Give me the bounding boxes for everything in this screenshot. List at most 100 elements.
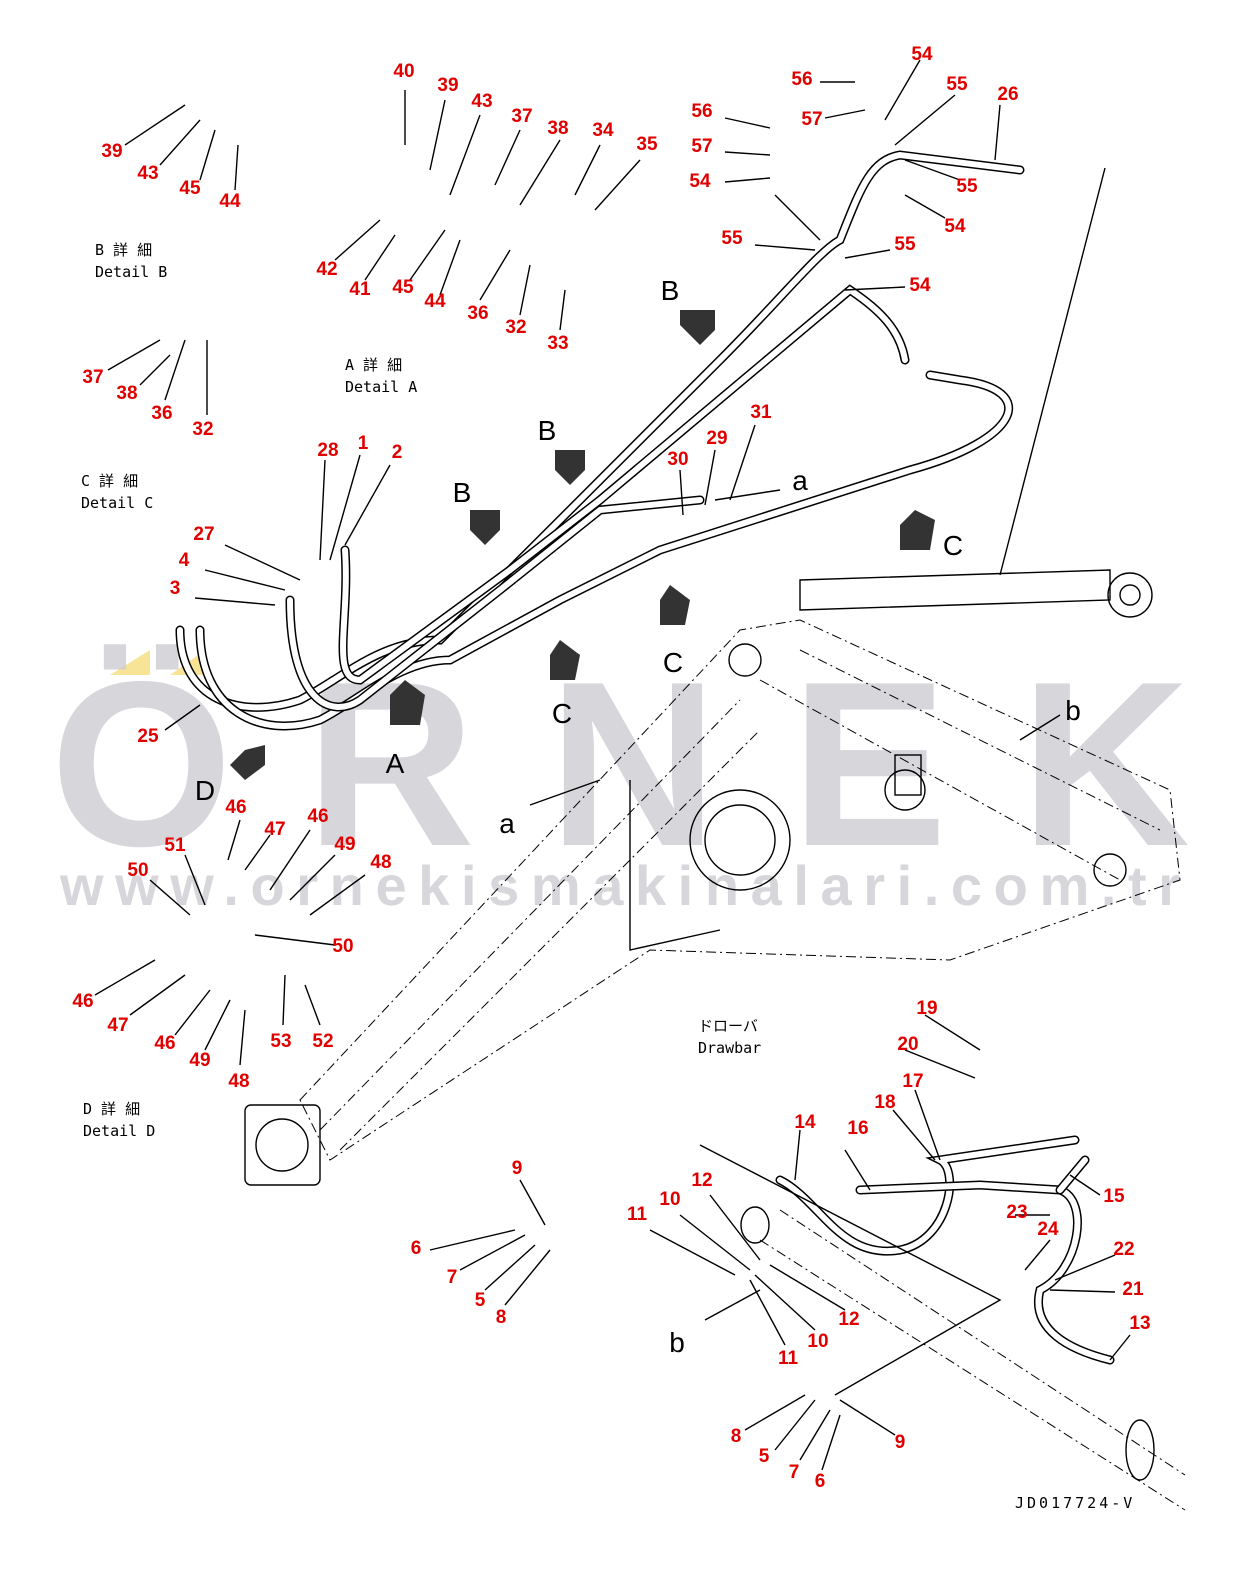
callout-number: 10 [659, 1189, 680, 1210]
callout-number: 32 [192, 419, 213, 440]
callout-number: 56 [691, 101, 712, 122]
callout-number: 12 [838, 1309, 859, 1330]
callout-number: 9 [895, 1432, 906, 1453]
callout-number: 49 [334, 834, 355, 855]
view-letter: a [499, 808, 515, 839]
callout-number: 18 [874, 1092, 895, 1113]
callout-number: 57 [691, 136, 712, 157]
callout-number: 43 [471, 91, 492, 112]
detail-c-jp: C 詳 細 [81, 472, 138, 490]
callout-number: 57 [801, 109, 822, 130]
callout-number: 55 [894, 234, 916, 255]
callout-number: 55 [946, 74, 968, 95]
callout-number: 24 [1037, 1219, 1059, 1240]
callout-number: 45 [179, 178, 201, 199]
callout-number: 31 [750, 402, 772, 423]
callout-number: 12 [691, 1170, 712, 1191]
callout-number: 49 [189, 1050, 210, 1071]
view-letter: b [669, 1327, 685, 1358]
view-letter: B [538, 415, 557, 446]
callout-number: 51 [164, 835, 186, 856]
callout-number: 38 [116, 383, 137, 404]
callout-number: 54 [689, 171, 711, 192]
watermark-url: www.ornekismakinalari.com.tr [59, 854, 1180, 917]
callout-number: 44 [219, 191, 241, 212]
callout-number: 34 [592, 120, 614, 141]
callout-number: 48 [228, 1071, 249, 1092]
callout-number: 3 [170, 578, 181, 599]
callout-number: 44 [424, 291, 446, 312]
view-letter: B [661, 275, 680, 306]
callout-number: 48 [370, 852, 391, 873]
view-arrows [230, 310, 935, 780]
drawbar-jp: ドローバ [698, 1017, 758, 1035]
callout-number: 21 [1122, 1279, 1144, 1300]
view-letter: C [943, 530, 963, 561]
callout-number: 46 [72, 991, 93, 1012]
callout-number: 37 [82, 367, 103, 388]
callout-number: 6 [815, 1471, 826, 1492]
callout-number: 15 [1103, 1186, 1125, 1207]
watermark: ÖRNEK www.ornekismakinalari.com.tr [50, 632, 1190, 917]
callout-number: 8 [496, 1307, 507, 1328]
callout-number: 16 [847, 1118, 868, 1139]
callout-number: 8 [731, 1426, 742, 1447]
callout-number: 5 [759, 1446, 770, 1467]
detail-a-en: Detail A [345, 378, 417, 396]
callout-number: 32 [505, 317, 526, 338]
callout-number: 37 [511, 106, 532, 127]
callout-number: 54 [944, 216, 966, 237]
callout-number: 50 [127, 860, 148, 881]
callout-number: 17 [902, 1071, 923, 1092]
callout-number: 52 [312, 1031, 333, 1052]
callout-number: 14 [794, 1112, 816, 1133]
callout-number: 5 [475, 1290, 486, 1311]
callout-number: 55 [721, 228, 743, 249]
view-letter: D [195, 775, 215, 806]
callout-number: 46 [154, 1033, 175, 1054]
drawbar-en: Drawbar [698, 1039, 761, 1057]
hose-bundle [175, 150, 1115, 1365]
callout-number: 11 [778, 1348, 799, 1369]
callout-number: 29 [706, 428, 727, 449]
callout-number: 47 [264, 819, 285, 840]
callout-number: 30 [667, 449, 688, 470]
callout-number: 39 [101, 141, 122, 162]
callout-number: 56 [791, 69, 812, 90]
callout-number: 19 [916, 998, 937, 1019]
callout-number: 46 [225, 797, 246, 818]
callout-number: 13 [1129, 1313, 1150, 1334]
drawing-number: JD017724-V [1015, 1494, 1135, 1512]
callout-number: 6 [411, 1238, 422, 1259]
callout-number: 42 [316, 259, 337, 280]
callout-number: 43 [137, 163, 158, 184]
callout-number: 40 [393, 61, 414, 82]
callout-number: 25 [137, 726, 159, 747]
view-letter: B [453, 477, 472, 508]
detail-a-jp: A 詳 細 [345, 356, 402, 374]
callout-number: 53 [270, 1031, 291, 1052]
detail-b-en: Detail B [95, 263, 167, 281]
callout-number: 47 [107, 1015, 128, 1036]
callout-number: 55 [956, 176, 978, 197]
view-letter: b [1065, 695, 1081, 726]
callout-number: 38 [547, 118, 568, 139]
leader-lines [94, 59, 1131, 1471]
callout-number: 23 [1006, 1202, 1027, 1223]
callout-number: 7 [789, 1462, 800, 1483]
view-letter: C [552, 698, 572, 729]
callout-number: 36 [151, 403, 172, 424]
callout-number: 7 [447, 1267, 458, 1288]
callout-number: 39 [437, 75, 458, 96]
drawbar-frame [244, 569, 1186, 1511]
callout-number: 2 [392, 442, 403, 463]
callout-number: 22 [1113, 1239, 1134, 1260]
callout-number: 4 [179, 550, 190, 571]
view-letter: C [663, 647, 683, 678]
callout-number: 27 [193, 524, 214, 545]
callout-number: 46 [307, 806, 328, 827]
callout-number: 41 [349, 279, 371, 300]
callout-number: 35 [636, 134, 658, 155]
